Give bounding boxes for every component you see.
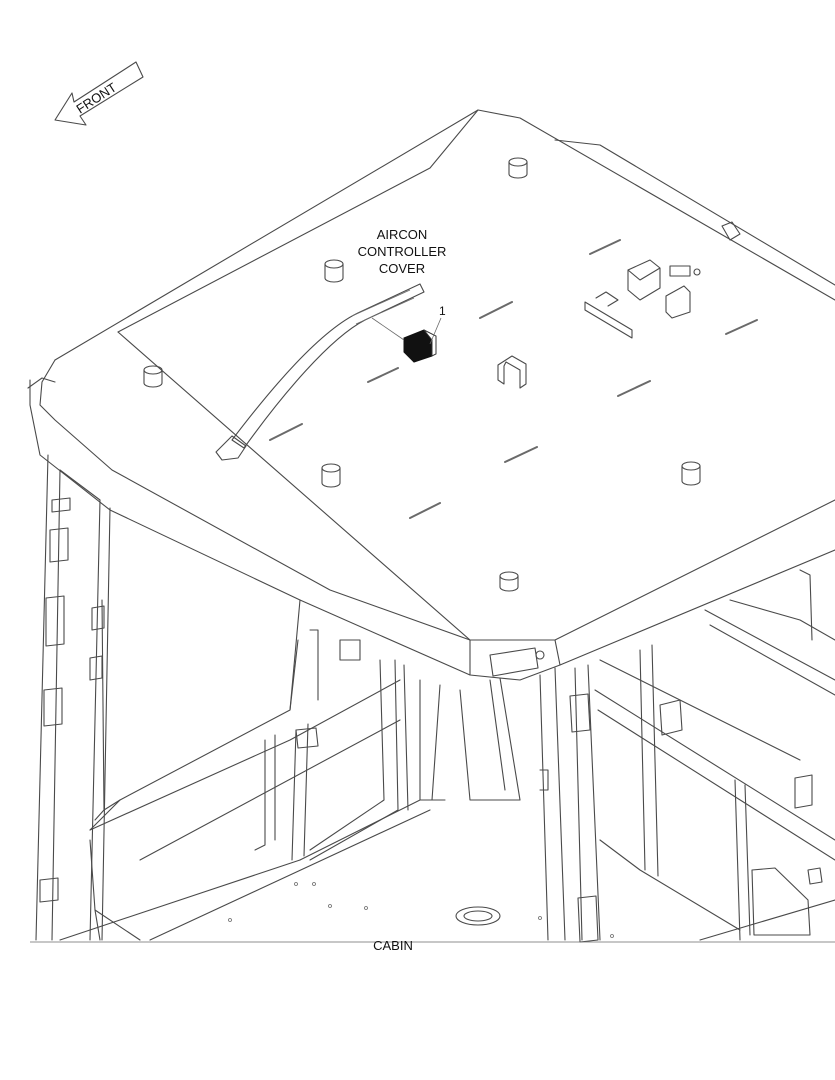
cabin-roof [27, 109, 835, 681]
callout-number: 1 [439, 304, 446, 318]
caption-cabin: CABIN [373, 938, 413, 953]
boss [681, 461, 701, 486]
cabin-left-side [35, 454, 301, 941]
boss [499, 571, 519, 592]
boss [508, 157, 528, 179]
aircon-label: AIRCON CONTROLLER COVER [358, 227, 447, 276]
aircon-label-line3: COVER [379, 261, 425, 276]
roof-dashes [269, 239, 758, 519]
front-arrow: FRONT [54, 61, 144, 126]
roof-brackets [497, 221, 741, 389]
aircon-label-line2: CONTROLLER [358, 244, 447, 259]
cabin-interior [59, 629, 614, 941]
grab-handle [215, 283, 425, 461]
aircon-label-line1: AIRCON [377, 227, 428, 242]
boss [143, 365, 163, 388]
cabin-front-pillar [539, 664, 601, 943]
roof-bosses [143, 157, 701, 592]
boss [324, 259, 344, 283]
cabin-right-side [594, 569, 835, 941]
aircon-controller-cover [371, 317, 437, 363]
callout-1: 1 [429, 304, 446, 345]
boss [321, 463, 341, 488]
